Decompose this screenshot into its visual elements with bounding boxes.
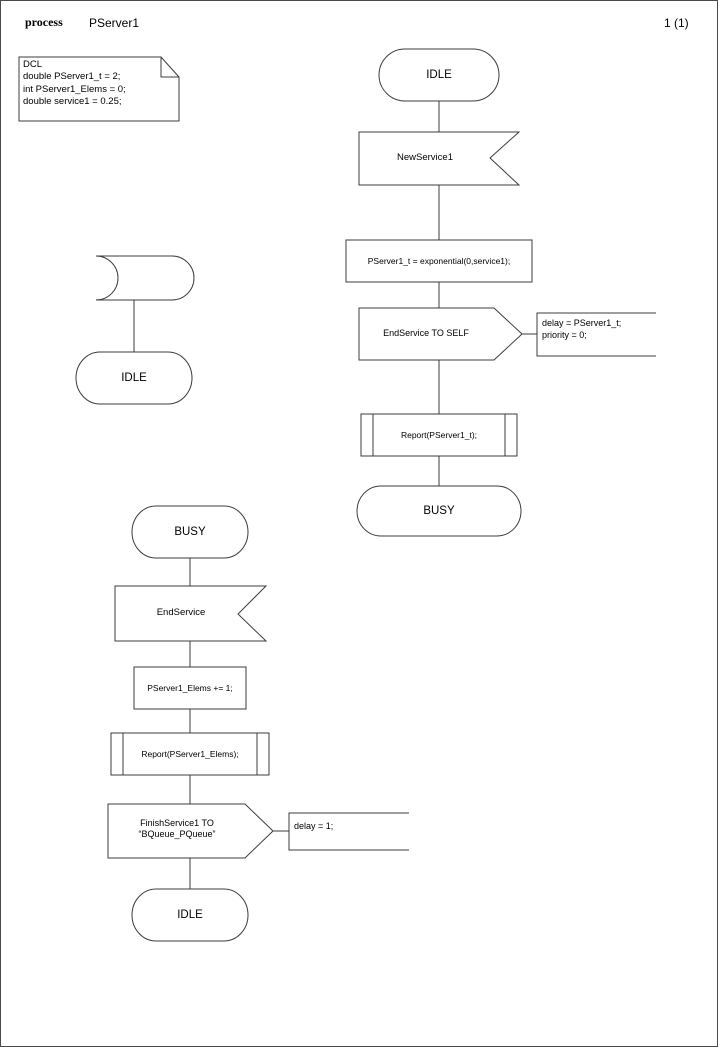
start-symbol-shape [95,255,195,301]
procedure-report-pservert-shape [360,413,518,457]
dcl-note-shape [18,56,180,122]
output-finishservice1-shape [107,803,274,859]
task-exponential-shape [345,239,533,283]
comment-bracket-finishservice [288,812,409,851]
output-endservice-self-shape [358,307,523,361]
state-idle-top-shape [378,48,500,102]
input-newservice1-shape [358,131,521,186]
state-idle-end-shape [131,888,249,942]
page-number: 1 (1) [664,16,689,30]
comment-bracket-endservice [536,312,656,357]
input-endservice-shape [114,585,268,642]
procedure-report-elems-shape [110,732,270,776]
state-idle-initial-shape [75,351,193,405]
dcl-note-fold [160,57,179,78]
page-title-keyword: process [25,15,63,29]
state-busy-end-shape [356,485,522,537]
state-busy-start-shape [131,505,249,559]
page-title-process-name: PServer1 [89,16,140,30]
task-increment-elems-shape [133,666,247,710]
